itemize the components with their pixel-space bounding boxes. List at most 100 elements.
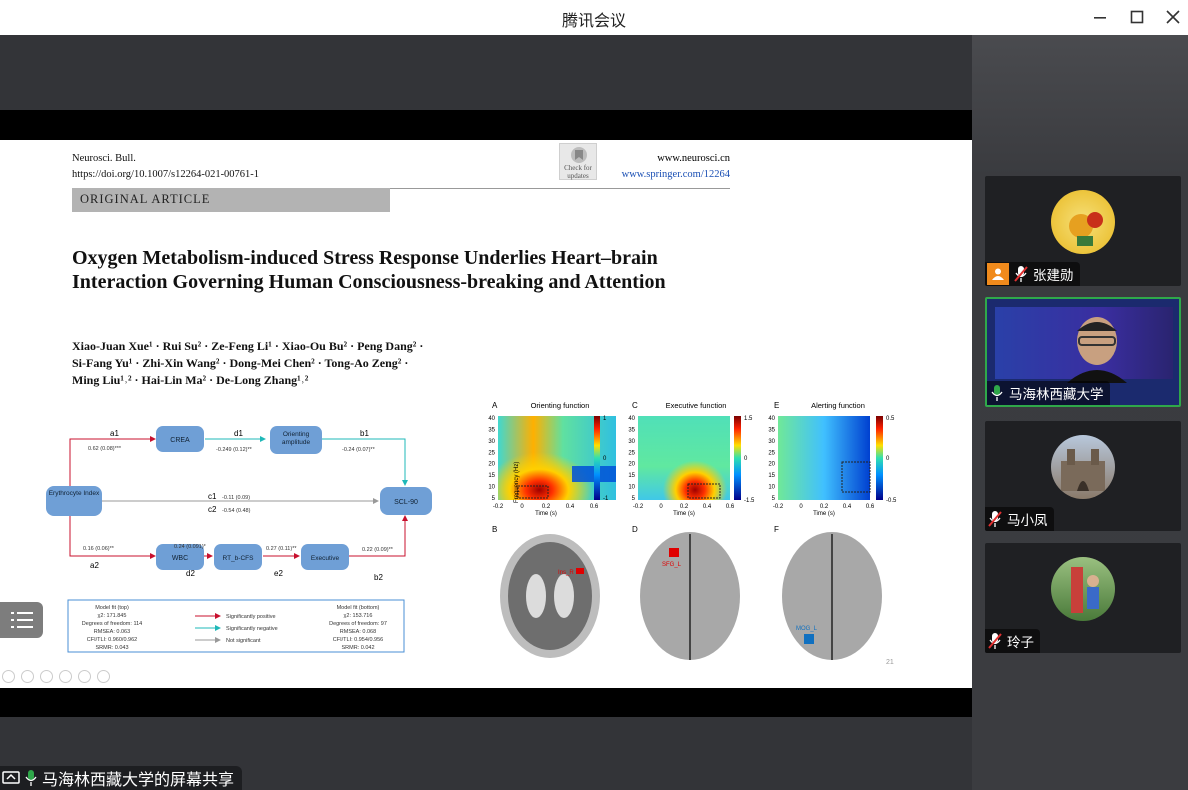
slide-toolbar: [2, 670, 110, 683]
minimize-button[interactable]: [1088, 6, 1112, 28]
fit-bot-df: Degrees of freedom: 97: [329, 621, 387, 627]
x-axis-label: Time (s): [813, 511, 835, 517]
authors-line: Xiao-Juan Xue¹ · Rui Su² · Ze-Feng Li¹ ·…: [72, 339, 424, 353]
pen-icon[interactable]: [40, 670, 53, 683]
participant-name-bar: 玲子: [985, 629, 1040, 653]
node-scl90: [380, 487, 432, 515]
brain-gray-b: [508, 542, 592, 650]
participant-name-bar: 马小凤: [985, 507, 1054, 531]
node-label: SCL-90: [394, 499, 418, 506]
avatar: [1051, 190, 1115, 254]
copy-icon[interactable]: [59, 670, 72, 683]
roi-marker-b: [576, 568, 584, 574]
y-tick-label: 30: [488, 439, 495, 445]
cbar-tick: 0: [886, 456, 890, 462]
authors-line: Si-Fang Yu¹ · Zhi-Xin Wang² · Dong-Mei C…: [72, 356, 409, 370]
article-type-bar: ORIGINAL ARTICLE: [72, 188, 390, 212]
time-frequency-figure: A Orienting function Frequency (Hz) C Ex…: [488, 401, 897, 666]
participant-tile[interactable]: 马小凤: [985, 421, 1181, 531]
close-button[interactable]: [1161, 6, 1185, 28]
mic-icon: [25, 770, 37, 786]
tf-map-e: [778, 416, 870, 500]
edge-a2: [69, 510, 156, 559]
y-tick-label: 10: [628, 485, 635, 491]
slide-bottom-border: [0, 688, 972, 717]
y-tick-label: 5: [772, 496, 776, 502]
maximize-button[interactable]: [1125, 6, 1149, 28]
fit-bot-title: Model fit (bottom): [337, 605, 380, 611]
y-tick-label: 40: [768, 416, 775, 422]
y-tick-label: 15: [628, 473, 635, 479]
x-tick-label: 0.2: [542, 504, 551, 510]
cbar-tick: 0: [744, 456, 748, 462]
mic-active-icon: [991, 385, 1003, 401]
avatar-image: [1071, 567, 1099, 613]
next-slide-icon[interactable]: [21, 670, 34, 683]
colorbar-c: [734, 416, 741, 500]
cbar-tick: 1.5: [744, 416, 753, 422]
zoom-icon[interactable]: [78, 670, 91, 683]
path-value: 0.27 (0.11)**: [266, 546, 297, 552]
panel-f: F MOG_L: [774, 525, 882, 660]
avatar: [1051, 435, 1115, 499]
shared-screen-area: Neurosci. Bull. https://doi.org/10.1007/…: [0, 35, 972, 790]
roi-box-c: [687, 483, 721, 499]
y-tick-label: 5: [492, 496, 496, 502]
y-tick-label: 40: [628, 416, 635, 422]
mic-muted-icon: [1014, 266, 1028, 282]
y-tick-label: 30: [628, 439, 635, 445]
roi-box-a: [517, 485, 549, 499]
y-tick-label: 25: [768, 450, 775, 456]
node-label: RT_b-CFS: [223, 555, 255, 562]
roi-label-d: SFG_L: [662, 562, 682, 568]
panel-title: Orienting function: [531, 401, 590, 410]
brain-white-b: [526, 574, 546, 618]
paper-title: Oxygen Metabolism-induced Stress Respons…: [72, 247, 666, 293]
journal-header: Neurosci. Bull. https://doi.org/10.1007/…: [72, 151, 259, 183]
roi-box-e: [841, 461, 871, 493]
participant-tile[interactable]: 玲子: [985, 543, 1181, 653]
fit-bot-chi: χ2: 153.716: [344, 613, 373, 619]
y-tick-label: 35: [488, 427, 495, 433]
y-tick-label: 10: [768, 485, 775, 491]
participant-name: 张建勋: [1033, 268, 1074, 284]
fit-bot-rmsea: RMSEA: 0.068: [340, 629, 376, 635]
node-label: Executive: [311, 555, 340, 562]
cbar-tick: -1.5: [744, 498, 755, 504]
node-wbc: [156, 544, 204, 570]
more-icon[interactable]: [97, 670, 110, 683]
video-person: [1067, 317, 1127, 383]
x-tick-label: -0.2: [633, 504, 644, 510]
avatar: [1051, 557, 1115, 621]
participant-name: 马海林西藏大学: [1009, 387, 1104, 403]
x-tick-label: 0: [520, 504, 524, 510]
prev-slide-icon[interactable]: [2, 670, 15, 683]
cbar-tick: 1: [603, 416, 607, 422]
participant-name: 玲子: [1007, 635, 1034, 651]
node-label: CREA: [170, 437, 190, 444]
x-tick-label: 0.6: [866, 504, 875, 510]
x-tick-label: 0.6: [726, 504, 735, 510]
participant-tile[interactable]: 张建勋: [985, 176, 1181, 286]
participant-tile-active[interactable]: 马海林西藏大学: [985, 297, 1181, 407]
path-label: c1: [208, 492, 217, 501]
participant-sidebar: 张建勋 马海林西藏大学 马小凤 玲子: [972, 35, 1188, 790]
floating-menu-button[interactable]: [0, 602, 43, 638]
fit-top-srmr: SRMR: 0.043: [95, 645, 128, 651]
node-label: Erythrocyte Index: [48, 490, 100, 497]
springer-link: www.springer.com/12264: [621, 169, 730, 180]
fit-bot-cfi: CFI/TLI: 0.954/0.956: [333, 637, 383, 643]
node-label: WBC: [172, 555, 188, 562]
x-tick-label: 0.4: [566, 504, 575, 510]
edge-b2: [347, 515, 408, 557]
fit-bot-srmr: SRMR: 0.042: [341, 645, 374, 651]
cbar-tick: -1: [603, 496, 609, 502]
check-updates-badge: Check for updates: [559, 143, 597, 180]
mic-muted-icon: [988, 511, 1002, 527]
maximize-icon: [1130, 10, 1144, 24]
fit-top-title: Model fit (top): [95, 605, 129, 611]
colorbar-e: [876, 416, 883, 500]
slide-top-border: [0, 110, 972, 140]
node-label-wrap: Erythrocyte Index: [48, 490, 100, 497]
x-tick-label: 0.2: [820, 504, 829, 510]
